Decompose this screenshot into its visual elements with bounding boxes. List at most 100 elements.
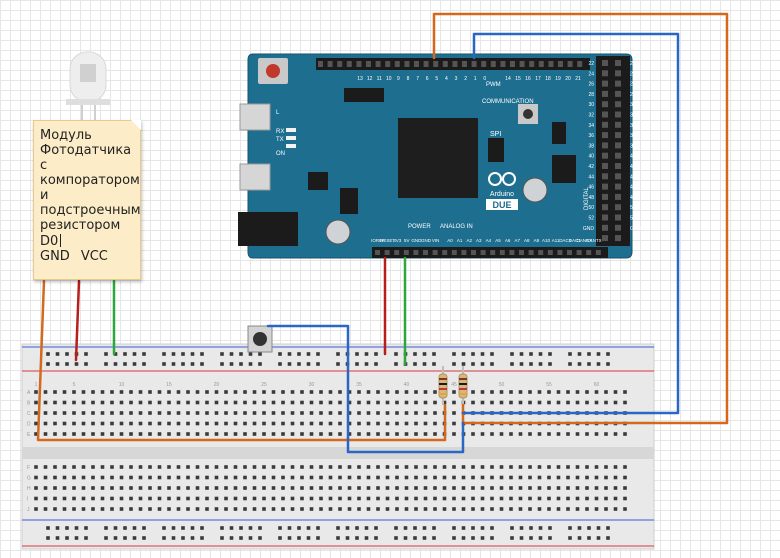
header-pin bbox=[615, 90, 621, 97]
terminal-hole bbox=[357, 421, 361, 426]
header-pin bbox=[615, 183, 621, 190]
terminal-hole bbox=[556, 390, 561, 394]
terminal-hole bbox=[300, 465, 304, 469]
analog-pin-label: A10 bbox=[542, 238, 551, 243]
terminal-hole bbox=[452, 421, 456, 426]
terminal-hole bbox=[262, 432, 266, 436]
column-number: 35 bbox=[356, 382, 362, 388]
rail-hole bbox=[471, 536, 475, 540]
terminal-hole bbox=[366, 390, 371, 394]
terminal-hole bbox=[100, 496, 105, 501]
rail-hole bbox=[461, 526, 466, 530]
terminal-hole bbox=[499, 432, 504, 436]
pwm-pin-label: 12 bbox=[367, 76, 373, 82]
rail-hole bbox=[510, 526, 514, 530]
l-label: L bbox=[276, 110, 280, 116]
rail-hole bbox=[162, 362, 166, 366]
terminal-hole bbox=[556, 486, 561, 490]
terminal-hole bbox=[119, 421, 124, 426]
rail-hole bbox=[123, 526, 127, 530]
digital-pin-label: 39 bbox=[630, 143, 636, 149]
rail-hole bbox=[171, 362, 176, 366]
chip-small-1 bbox=[308, 172, 328, 190]
rail-hole bbox=[74, 362, 79, 366]
terminal-hole bbox=[129, 475, 133, 480]
terminal-hole bbox=[594, 507, 599, 511]
digital-pin-label: 32 bbox=[588, 113, 594, 119]
terminal-hole bbox=[452, 411, 456, 415]
terminal-hole bbox=[34, 400, 38, 405]
power-pin-label: VIN bbox=[432, 238, 440, 243]
components bbox=[247, 325, 468, 405]
rail-hole bbox=[239, 352, 243, 356]
terminal-hole bbox=[319, 496, 323, 501]
terminal-hole bbox=[262, 421, 266, 426]
analog-pin-label: A5 bbox=[495, 238, 501, 243]
rail-hole bbox=[452, 536, 456, 540]
digital-pin-label: 35 bbox=[630, 123, 636, 129]
header-pin bbox=[423, 61, 429, 67]
column-number: 1 bbox=[35, 382, 38, 388]
rail-hole bbox=[413, 536, 417, 540]
rail-hole bbox=[220, 362, 224, 366]
terminal-hole bbox=[53, 475, 57, 480]
terminal-hole bbox=[224, 465, 228, 469]
rail-hole bbox=[345, 526, 350, 530]
terminal-hole bbox=[91, 507, 95, 511]
rail-hole bbox=[74, 526, 79, 530]
terminal-hole bbox=[537, 465, 542, 469]
terminal-hole bbox=[414, 432, 418, 436]
terminal-hole bbox=[110, 421, 114, 426]
header-pin bbox=[356, 61, 362, 67]
usb-port-2 bbox=[239, 163, 271, 191]
terminal-hole bbox=[585, 432, 589, 436]
rail-hole bbox=[278, 362, 282, 366]
analog-pin-label: A4 bbox=[486, 238, 492, 243]
rail-hole bbox=[413, 526, 417, 530]
terminal-hole bbox=[224, 507, 228, 511]
terminal-hole bbox=[243, 400, 247, 405]
terminal-hole bbox=[480, 432, 485, 436]
terminal-hole bbox=[205, 507, 209, 511]
header-pin bbox=[547, 250, 553, 255]
rail-hole bbox=[142, 352, 146, 356]
rail-hole bbox=[84, 536, 88, 540]
header-pin bbox=[462, 61, 467, 67]
digital-pin-label: 23 bbox=[630, 61, 636, 67]
rail-hole bbox=[113, 362, 118, 366]
terminal-hole bbox=[566, 400, 570, 405]
terminal-hole bbox=[129, 390, 133, 394]
terminal-hole bbox=[395, 486, 399, 490]
terminal-hole bbox=[34, 411, 38, 415]
header-pin bbox=[337, 61, 343, 67]
rail-hole bbox=[355, 362, 359, 366]
resistor-band bbox=[439, 378, 447, 380]
terminal-hole bbox=[528, 465, 532, 469]
terminal-hole bbox=[414, 390, 418, 394]
terminal-hole bbox=[566, 475, 570, 480]
rail-hole bbox=[432, 362, 436, 366]
terminal-hole bbox=[81, 507, 86, 511]
terminal-hole bbox=[471, 465, 475, 469]
column-number: 55 bbox=[546, 382, 552, 388]
terminal-hole bbox=[205, 411, 209, 415]
terminal-hole bbox=[585, 496, 589, 501]
terminal-hole bbox=[43, 390, 48, 394]
rail-hole bbox=[200, 536, 204, 540]
terminal-hole bbox=[53, 400, 57, 405]
terminal-hole bbox=[433, 465, 437, 469]
rail-hole bbox=[278, 536, 282, 540]
rail-hole bbox=[46, 526, 50, 530]
terminal-hole bbox=[43, 411, 48, 415]
rail-hole bbox=[529, 362, 533, 366]
terminal-hole bbox=[176, 432, 181, 436]
analog-pin-label: A1 bbox=[457, 238, 463, 243]
terminal-hole bbox=[62, 400, 67, 405]
terminal-hole bbox=[167, 496, 171, 501]
power-pin-label: GND bbox=[421, 238, 432, 243]
rail-hole bbox=[171, 536, 176, 540]
led-rim bbox=[66, 99, 110, 105]
terminal-hole bbox=[404, 507, 409, 511]
terminal-hole bbox=[623, 496, 627, 501]
terminal-hole bbox=[81, 465, 86, 469]
